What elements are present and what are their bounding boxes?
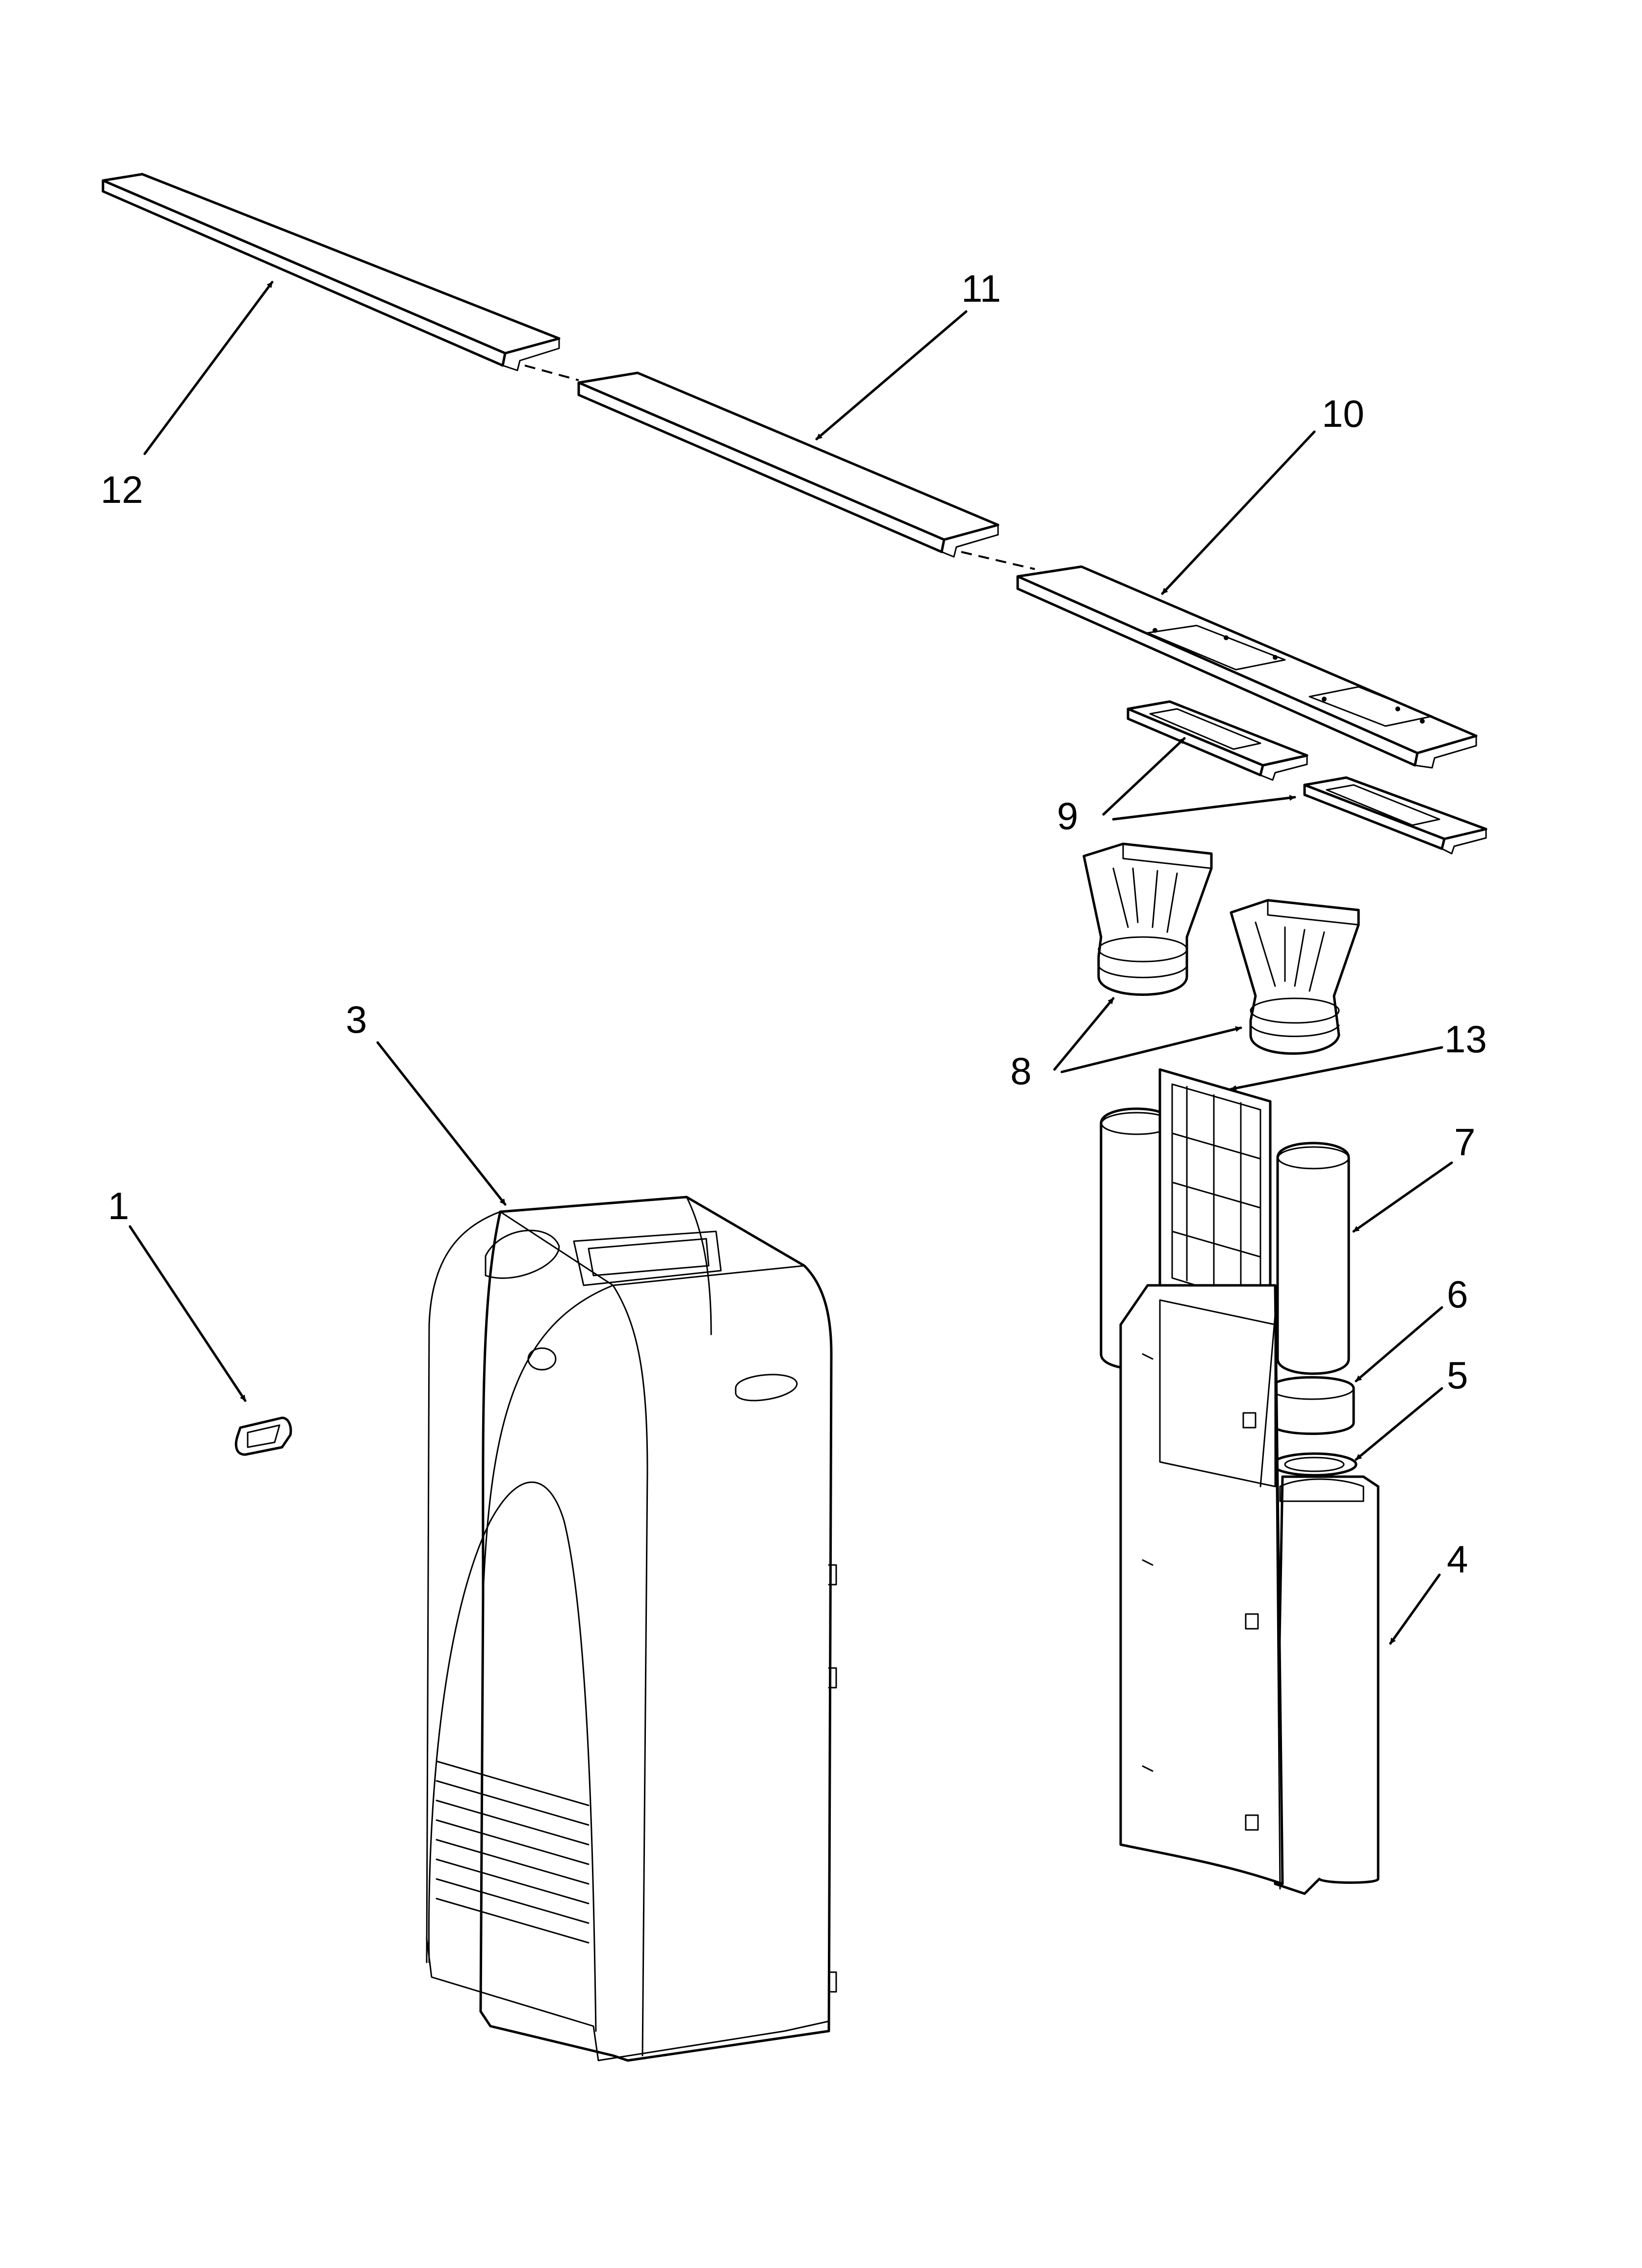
exhaust-adapter-1	[1082, 842, 1213, 996]
adapter-frame-2	[1303, 776, 1488, 855]
callout-7: 7	[1454, 1121, 1475, 1164]
leader-lines	[128, 281, 1453, 1645]
exhaust-adapter-2	[1230, 899, 1360, 1055]
panel-joint-dash-1	[524, 365, 579, 381]
callout-1: 1	[108, 1184, 129, 1227]
callout-11: 11	[961, 267, 1001, 310]
front-cabinet	[426, 1196, 837, 2062]
callout-3: 3	[346, 998, 367, 1041]
callout-5: 5	[1447, 1354, 1468, 1397]
window-panel-right	[1016, 565, 1478, 769]
rear-cabinet	[1119, 1284, 1380, 1895]
fan-ring	[1271, 1452, 1358, 1477]
window-panel-left	[102, 173, 561, 371]
window-panel-middle	[577, 371, 1000, 558]
callout-8: 8	[1010, 1049, 1031, 1093]
callout-13: 13	[1444, 1017, 1487, 1061]
fan-shroud	[1269, 1376, 1355, 1435]
remote-control	[234, 1416, 292, 1456]
panel-joint-dash-2	[961, 551, 1035, 570]
callout-4: 4	[1447, 1538, 1468, 1581]
callout-9: 9	[1057, 794, 1078, 837]
air-filter	[1158, 1068, 1272, 1316]
callout-6: 6	[1447, 1273, 1468, 1316]
callout-12: 12	[101, 468, 143, 511]
callout-10: 10	[1322, 392, 1364, 435]
adapter-frame-1	[1127, 700, 1308, 781]
